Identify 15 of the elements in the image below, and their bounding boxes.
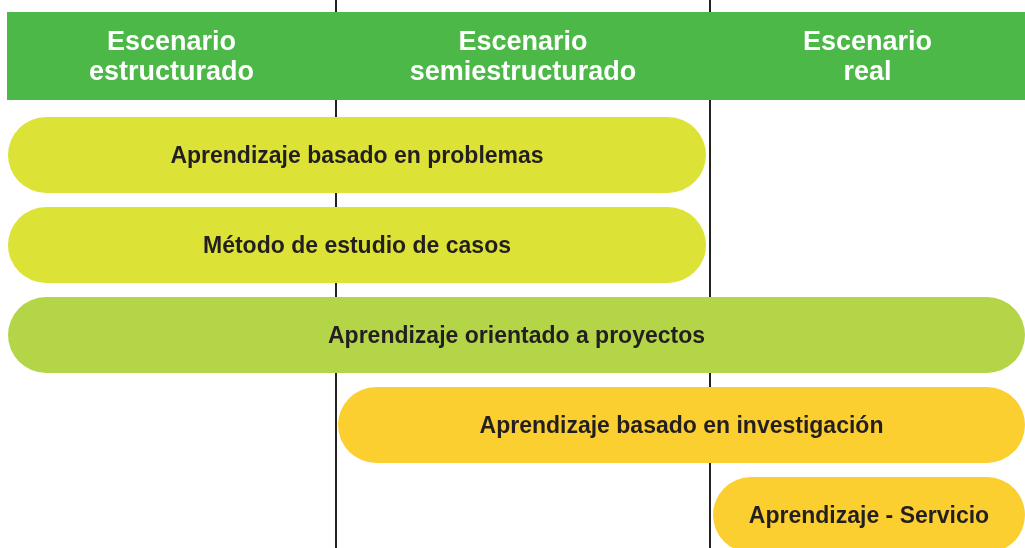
method-bar [8,297,1025,373]
bar-label: Aprendizaje basado en problemas [170,141,544,169]
method-bar [713,477,1025,548]
method-bar [8,117,706,193]
bar-label: Aprendizaje orientado a proyectos [328,321,705,349]
bar-label: Aprendizaje basado en investigación [479,411,884,439]
header-text: Escenario real [801,26,934,86]
column-header [710,12,1025,100]
method-bar [8,207,706,283]
column-header [7,12,336,100]
header-text: Escenario semiestructurado [408,26,638,86]
method-bar [338,387,1025,463]
bar-label: Aprendizaje - Servicio [748,501,990,529]
header-text: Escenario estructurado [87,26,255,86]
bar-label: Método de estudio de casos [203,231,511,259]
